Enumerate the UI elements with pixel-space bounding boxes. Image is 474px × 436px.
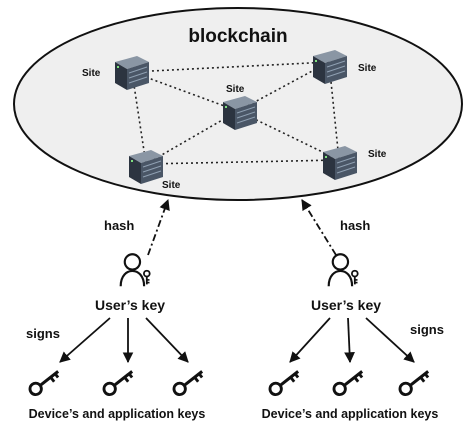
site-label: Site: [368, 149, 387, 160]
site-label: Site: [82, 68, 101, 79]
user-key-label-left: User’s key: [95, 297, 165, 313]
user-left: User’s key signs Device’s and applicatio…: [26, 253, 208, 421]
site-node-n5: Site: [322, 146, 387, 180]
user-key-label-right: User’s key: [311, 297, 381, 313]
hash-arrow-right: [301, 199, 337, 256]
edge-n4-n5: [145, 159, 340, 165]
edge-n1-n3: [131, 71, 239, 112]
site-label: Site: [358, 63, 377, 74]
edge-n3-n5: [237, 110, 340, 161]
device-key-icon: [266, 365, 304, 399]
device-keys-label-left: Device’s and application keys: [29, 407, 206, 421]
hash-label-left: hash: [104, 218, 134, 233]
site-node-n1: Site: [82, 56, 150, 90]
site-node-n2: Site: [312, 50, 377, 84]
hash-label-right: hash: [340, 218, 370, 233]
user-right: User’s key signs Device’s and applicatio…: [262, 253, 444, 421]
diagram-title: blockchain: [188, 26, 287, 47]
device-key-icon: [100, 365, 138, 399]
signs-arrow-right-3: [365, 317, 415, 363]
site-node-n4: Site: [128, 150, 181, 191]
device-key-icon: [330, 365, 368, 399]
user-key-icon: [119, 253, 151, 288]
signs-arrow-right-2: [344, 317, 355, 364]
device-key-icon: [396, 365, 434, 399]
device-keys-label-right: Device’s and application keys: [262, 407, 439, 421]
device-key-icon: [170, 365, 208, 399]
user-key-icon: [327, 253, 359, 288]
site-label: Site: [162, 180, 181, 191]
site-node-n3: Site: [222, 84, 258, 130]
signs-label-right: signs: [410, 322, 444, 337]
signs-label-left: signs: [26, 326, 60, 341]
device-key-icon: [26, 365, 64, 399]
signs-arrow-left-3: [145, 317, 189, 363]
hash-arrow-left: [147, 198, 170, 256]
site-label: Site: [226, 84, 245, 95]
signs-arrow-right-1: [289, 317, 331, 363]
signs-arrow-left-1: [59, 317, 111, 363]
